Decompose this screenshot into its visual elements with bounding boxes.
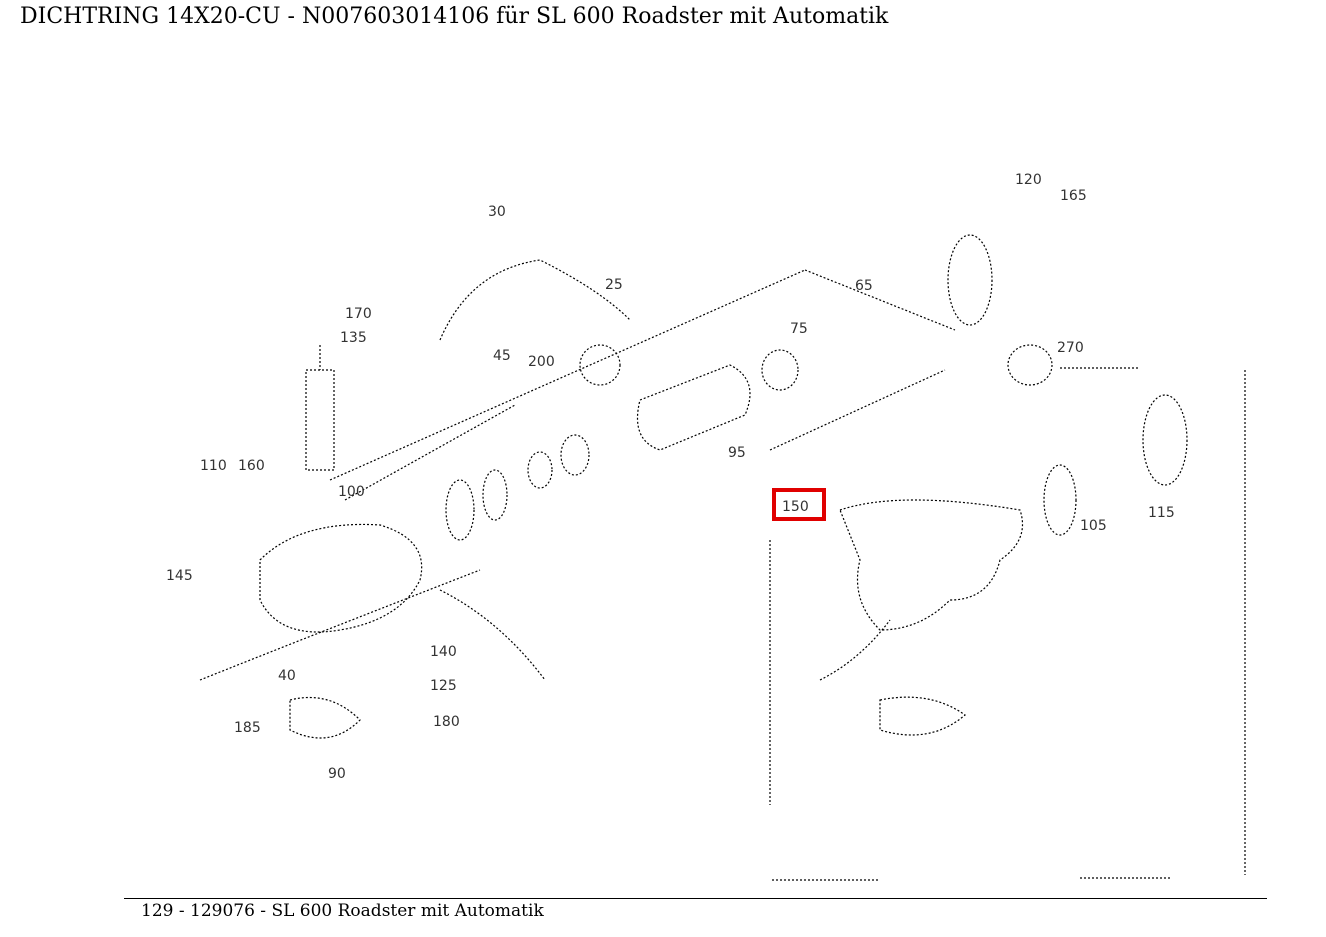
callout-200[interactable]: 200: [528, 354, 555, 370]
callout-170[interactable]: 170: [345, 306, 372, 322]
callout-100[interactable]: 100: [338, 484, 365, 500]
callout-140[interactable]: 140: [430, 644, 457, 660]
callout-45[interactable]: 45: [493, 348, 511, 364]
callout-180[interactable]: 180: [433, 714, 460, 730]
callout-150[interactable]: 150: [782, 499, 809, 515]
callout-135[interactable]: 135: [340, 330, 367, 346]
callout-95[interactable]: 95: [728, 445, 746, 461]
callout-120[interactable]: 120: [1015, 172, 1042, 188]
callout-65[interactable]: 65: [855, 278, 873, 294]
callout-185[interactable]: 185: [234, 720, 261, 736]
callout-110[interactable]: 110: [200, 458, 227, 474]
page-title: DICHTRING 14X20-CU - N007603014106 für S…: [20, 4, 889, 29]
callout-270[interactable]: 270: [1057, 340, 1084, 356]
callout-160[interactable]: 160: [238, 458, 265, 474]
callout-40[interactable]: 40: [278, 668, 296, 684]
callout-90[interactable]: 90: [328, 766, 346, 782]
callout-125[interactable]: 125: [430, 678, 457, 694]
callout-25[interactable]: 25: [605, 277, 623, 293]
footer-caption: 129 - 129076 - SL 600 Roadster mit Autom…: [141, 901, 544, 921]
callout-30[interactable]: 30: [488, 204, 506, 220]
footer-divider: [124, 898, 1267, 899]
highlighted-part-box[interactable]: [772, 488, 826, 521]
callout-75[interactable]: 75: [790, 321, 808, 337]
callout-145[interactable]: 145: [166, 568, 193, 584]
callout-165[interactable]: 165: [1060, 188, 1087, 204]
callout-115[interactable]: 115: [1148, 505, 1175, 521]
callout-105[interactable]: 105: [1080, 518, 1107, 534]
